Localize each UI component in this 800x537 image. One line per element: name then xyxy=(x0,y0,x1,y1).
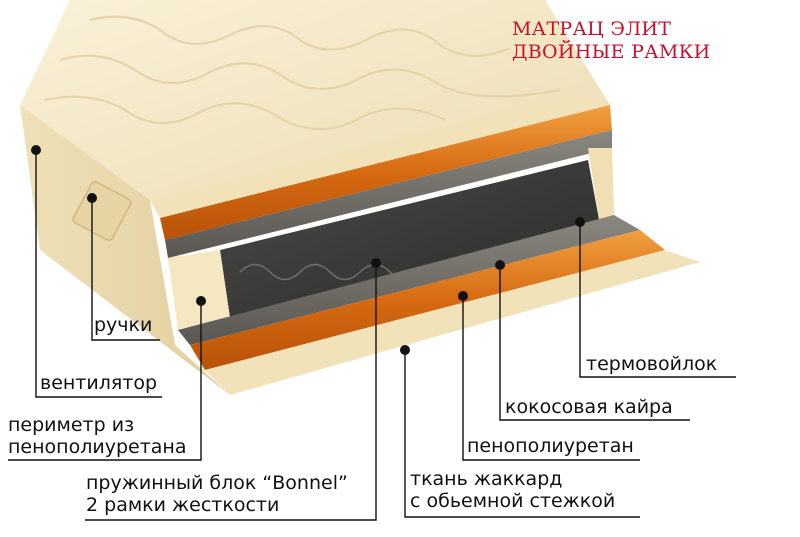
title-line-2: ДВОЙНЫЕ РАМКИ xyxy=(512,41,711,63)
label-handles: ручки xyxy=(94,314,153,336)
label-perimeter-line1: периметр из xyxy=(8,414,135,436)
label-perimeter-line2: пенополиуретана xyxy=(8,436,187,458)
label-coconut: кокосовая кайра xyxy=(505,396,673,418)
top-foam-layer xyxy=(150,95,612,258)
label-thermofelt: термовойлок xyxy=(586,353,718,375)
label-spring-line2: 2 рамки жесткости xyxy=(86,494,280,516)
label-ventilator: вентилятор xyxy=(40,372,158,394)
label-fabric-line1: ткань жаккард xyxy=(410,468,563,490)
mattress-top-fabric xyxy=(20,0,610,200)
label-spring-line1: пружинный блок “Bonnel” xyxy=(86,472,348,494)
label-fabric-line2: с обьемной стежкой xyxy=(410,490,616,512)
leader-lines xyxy=(8,150,736,521)
title-line-1: МАТРАЦ ЭЛИТ xyxy=(512,18,672,40)
foam-perimeter xyxy=(168,148,614,330)
label-polyurethane: пенополиуретан xyxy=(467,435,634,457)
leader-dots xyxy=(31,145,585,355)
bottom-layers xyxy=(178,215,700,395)
